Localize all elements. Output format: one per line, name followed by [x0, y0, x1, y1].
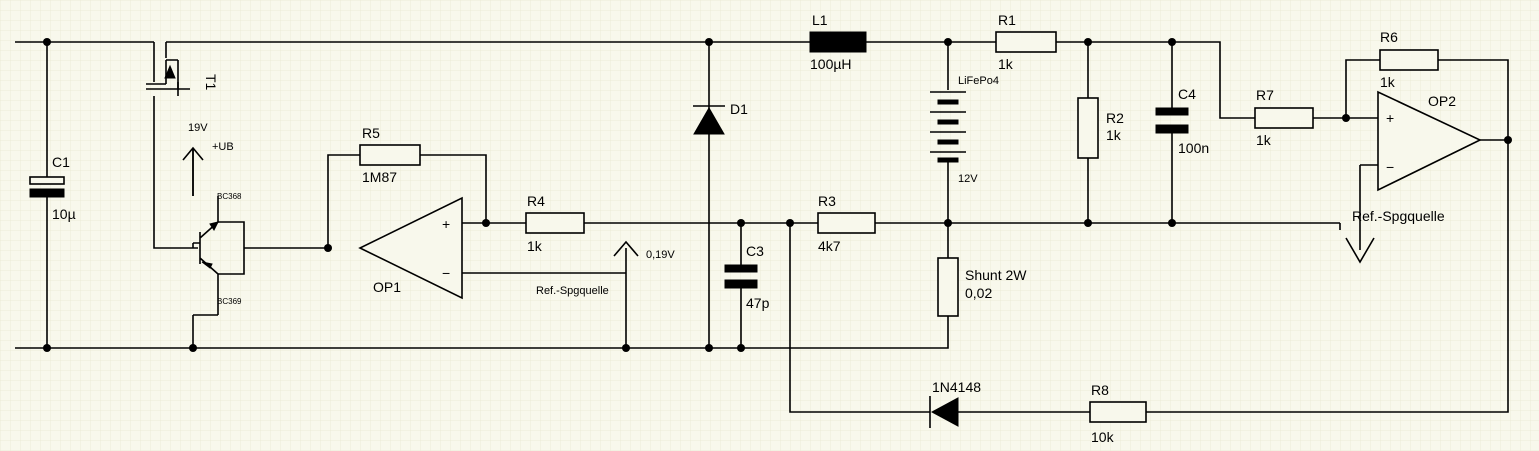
op1-plus: +: [442, 216, 450, 232]
r6-name: R6: [1380, 29, 1398, 45]
reference-source-1: 0,19V Ref.-Spgquelle: [536, 240, 675, 297]
r1-value: 1k: [998, 56, 1014, 72]
c1-name: C1: [52, 154, 70, 170]
resistor-r8: R8 10k: [1089, 382, 1147, 445]
c4-value: 100n: [1178, 140, 1209, 156]
r5-name: R5: [362, 125, 380, 141]
c3-name: C3: [746, 243, 764, 259]
d1-name: D1: [730, 101, 748, 117]
diode-1n4148: 1N4148: [929, 379, 981, 428]
r4-name: R4: [527, 193, 545, 209]
c4-name: C4: [1178, 86, 1196, 102]
supply-19v: 19V +UB: [182, 122, 234, 196]
diode-d1: D1: [693, 101, 748, 135]
bc369-part: BC369: [217, 297, 242, 306]
battery-lifepo4: LiFePo4 12V: [930, 75, 999, 185]
r4-value: 1k: [527, 238, 543, 254]
ref1-label: Ref.-Spgquelle: [536, 285, 609, 297]
resistor-r2: R2 1k: [1077, 97, 1124, 159]
shunt-name: Shunt 2W: [965, 267, 1027, 283]
r7-name: R7: [1256, 87, 1274, 103]
mosfet-t1: T1: [146, 59, 219, 91]
inductor-l1: L1 100µH: [809, 12, 867, 72]
junctions: [43, 38, 1512, 352]
supply-label: +UB: [212, 141, 234, 153]
transistor-bc369: BC369: [193, 248, 245, 316]
r2-name: R2: [1106, 110, 1124, 126]
capacitor-c3: C3 47p: [724, 243, 770, 311]
resistor-r4: R4 1k: [525, 193, 585, 254]
bc368-part: BC368: [217, 192, 242, 201]
transistor-bc368: BC368: [192, 192, 245, 298]
resistor-shunt: Shunt 2W 0,02: [937, 257, 1027, 317]
r7-value: 1k: [1256, 132, 1272, 148]
op1-minus: −: [442, 265, 450, 281]
resistor-r3: R3 4k7: [817, 193, 876, 254]
battery-voltage: 12V: [958, 173, 978, 185]
r8-value: 10k: [1091, 429, 1115, 445]
opamp-op2: + − OP2: [1377, 90, 1482, 192]
r8-name: R8: [1091, 382, 1109, 398]
op2-plus: +: [1386, 110, 1394, 126]
op2-name: OP2: [1428, 93, 1456, 109]
capacitor-c4: C4 100n: [1155, 86, 1209, 156]
r5-value: 1M87: [362, 169, 397, 185]
r1-name: R1: [998, 12, 1016, 28]
r6-value: 1k: [1380, 74, 1396, 90]
t1-name: T1: [203, 74, 219, 91]
ref1-voltage: 0,19V: [646, 249, 675, 261]
ref2-label: Ref.-Spgquelle: [1352, 208, 1445, 224]
resistor-r1: R1 1k: [995, 12, 1057, 72]
resistor-r7: R7 1k: [1254, 87, 1314, 148]
l1-value: 100µH: [810, 56, 852, 72]
opamp-op1: + − OP1: [358, 196, 463, 300]
op2-minus: −: [1386, 159, 1394, 175]
op1-name: OP1: [373, 279, 401, 295]
c1-value: 10µ: [52, 206, 76, 222]
supply-voltage: 19V: [188, 122, 208, 134]
l1-name: L1: [812, 12, 828, 28]
d2-name: 1N4148: [932, 379, 981, 395]
r3-value: 4k7: [818, 238, 841, 254]
resistor-r5: R5 1M87: [359, 125, 421, 185]
c3-value: 47p: [746, 295, 770, 311]
reference-source-2: Ref.-Spgquelle: [1345, 165, 1445, 264]
r2-value: 1k: [1106, 127, 1122, 143]
resistor-r6: R6 1k: [1379, 29, 1439, 90]
battery-type: LiFePo4: [958, 75, 999, 87]
shunt-value: 0,02: [965, 285, 992, 301]
r3-name: R3: [818, 193, 836, 209]
capacitor-c1: C1 10µ: [29, 154, 76, 222]
